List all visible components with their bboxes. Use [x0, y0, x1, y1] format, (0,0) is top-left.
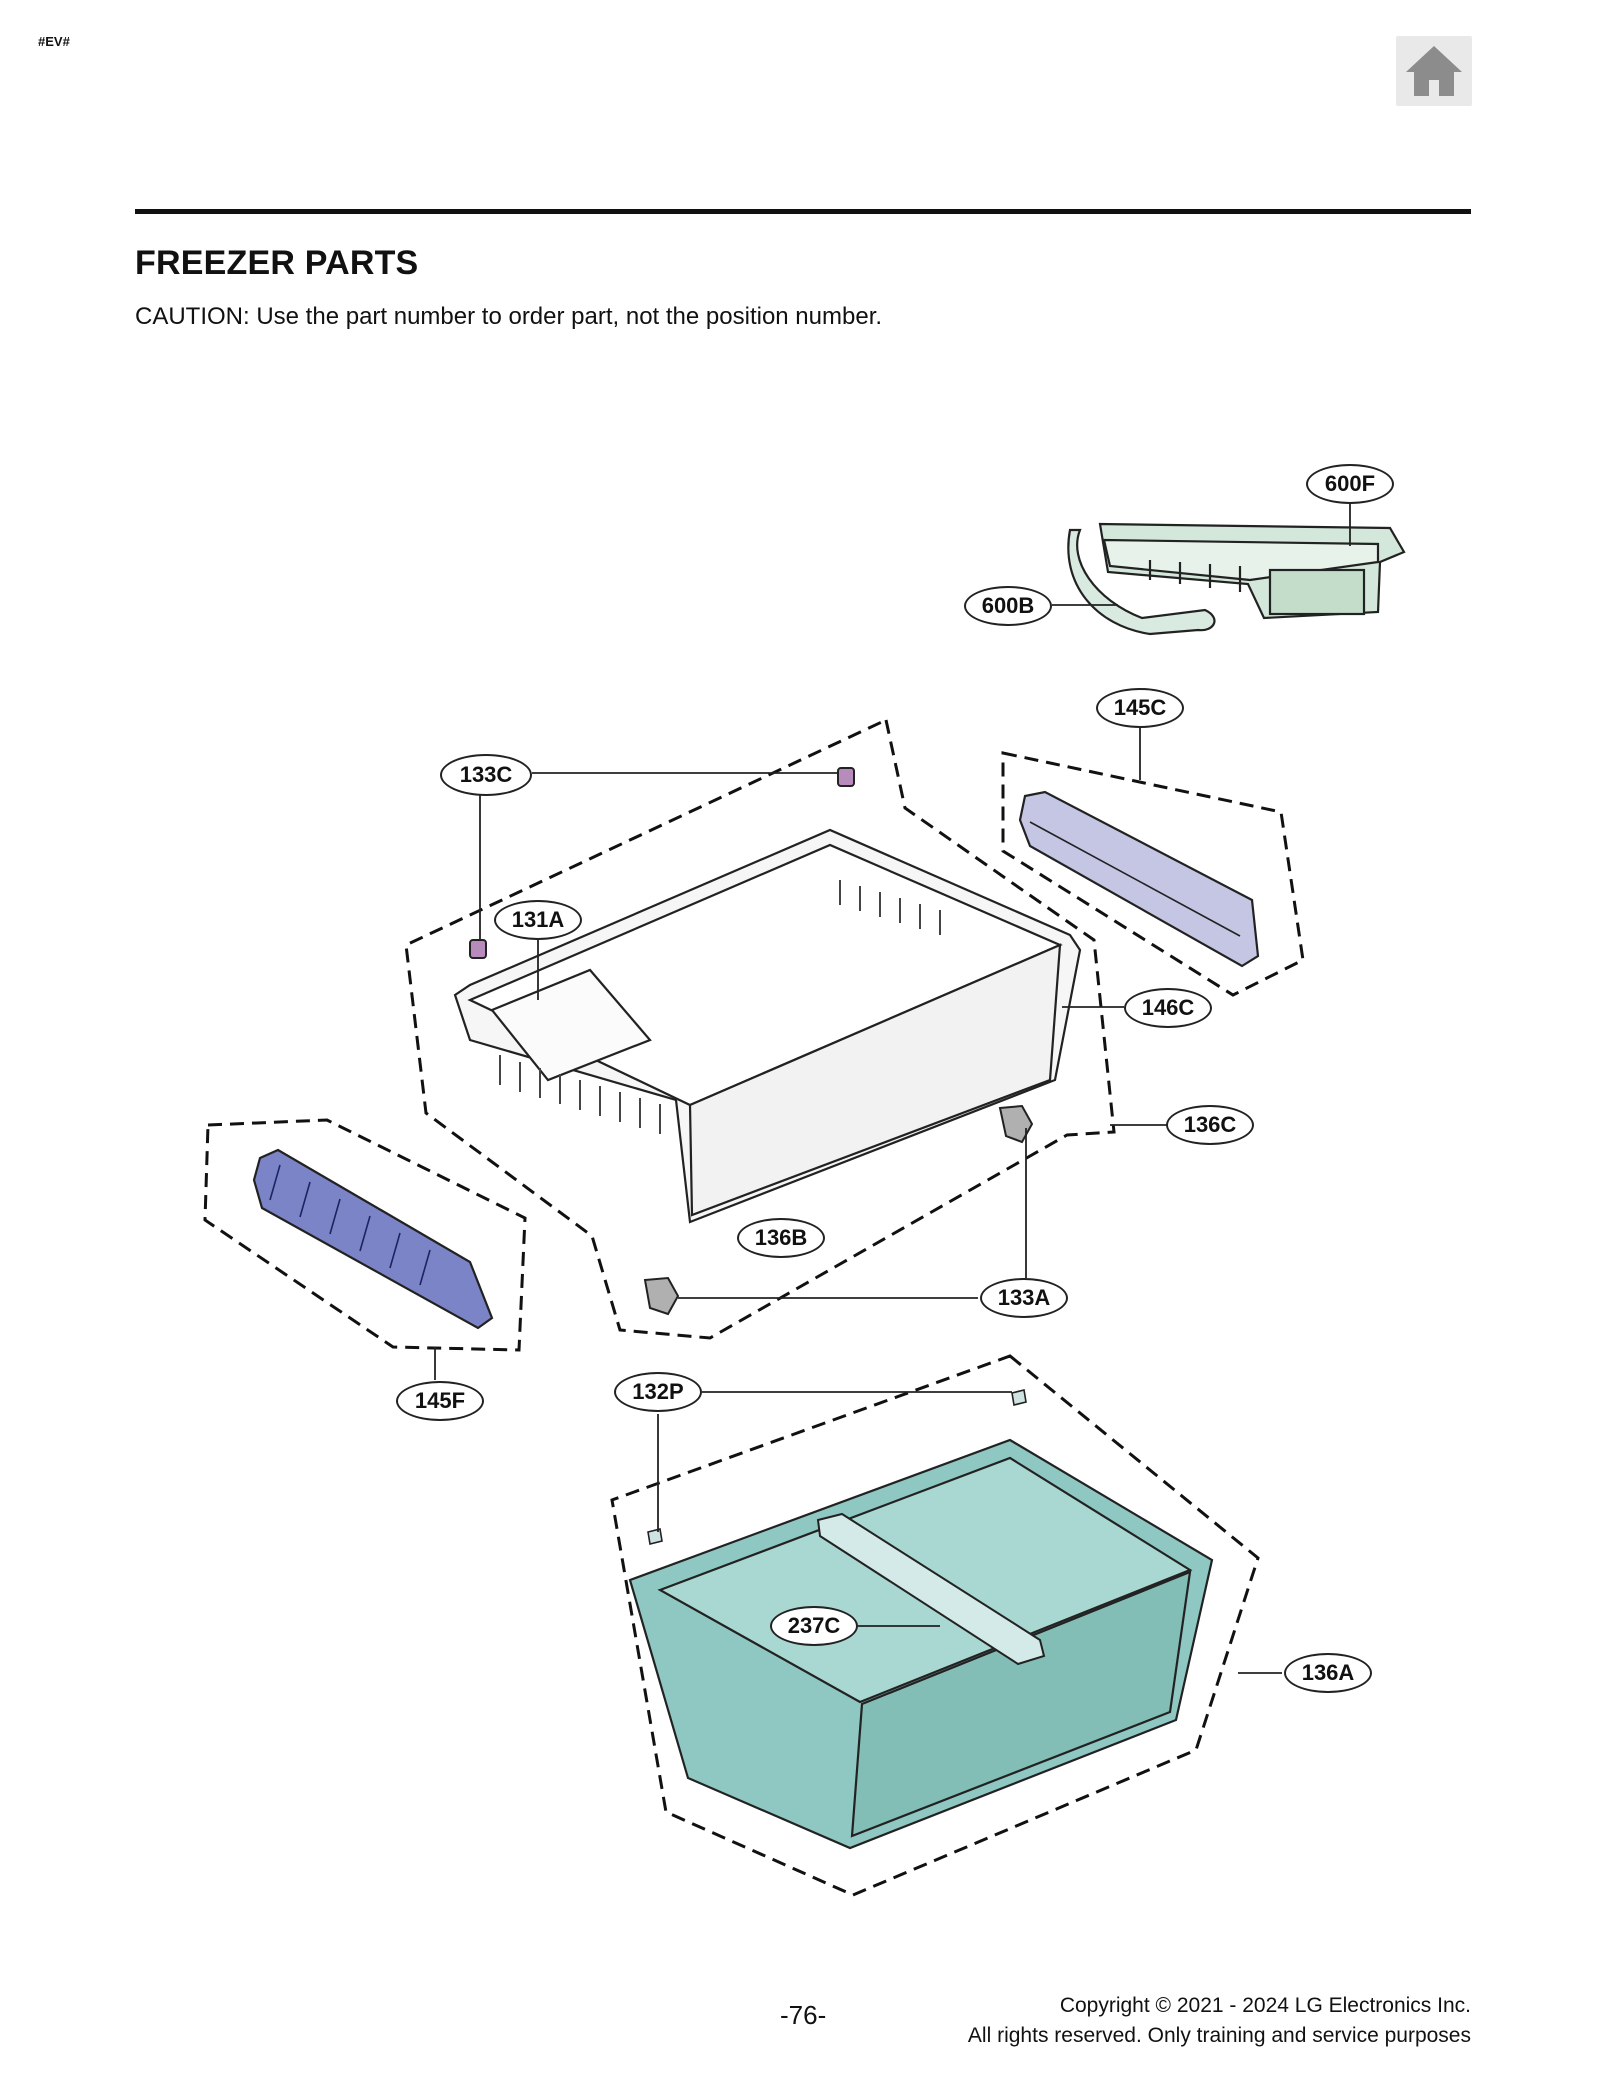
clip-132p-right	[1011, 1389, 1027, 1406]
bin-group-outline	[610, 1354, 1260, 1897]
callout-136c: 136C	[1166, 1105, 1254, 1145]
callout-146c: 146C	[1124, 988, 1212, 1028]
copyright-notice: Copyright © 2021 - 2024 LG Electronics I…	[968, 1991, 1471, 2051]
bin-136a	[628, 1438, 1214, 1850]
stop-133a-left	[643, 1276, 680, 1316]
drawer-vents	[499, 880, 941, 1134]
clip-133c-top	[837, 767, 855, 787]
home-icon	[1406, 46, 1462, 96]
callout-131a: 131A	[494, 900, 582, 940]
callout-133c: 133C	[440, 754, 532, 796]
drawer-136b	[453, 828, 1082, 1224]
cover-145f	[252, 1148, 494, 1330]
divider-237c	[816, 1512, 1046, 1666]
clip-132p-left	[647, 1528, 663, 1545]
caution-note: CAUTION: Use the part number to order pa…	[135, 303, 883, 330]
home-button[interactable]	[1396, 36, 1472, 106]
callout-132p: 132P	[614, 1372, 702, 1412]
copyright-line-1: Copyright © 2021 - 2024 LG Electronics I…	[1059, 1994, 1471, 2017]
callout-136a: 136A	[1284, 1653, 1372, 1693]
callout-145f: 145F	[396, 1381, 484, 1421]
header-rule	[135, 209, 1471, 214]
callout-145c: 145C	[1096, 688, 1184, 728]
callout-133a: 133A	[980, 1278, 1068, 1318]
document-tag: #EV#	[38, 34, 70, 49]
drawer-group-outline	[404, 717, 1116, 1340]
page-title: FREEZER PARTS	[135, 244, 419, 282]
copyright-line-2: All rights reserved. Only training and s…	[967, 2024, 1471, 2047]
clip-133c-left	[469, 939, 487, 959]
callout-600b: 600B	[964, 586, 1052, 626]
icemaker-600f	[1098, 522, 1406, 620]
callout-600f: 600F	[1306, 464, 1394, 504]
rail-145c-outline	[1001, 751, 1305, 997]
stop-133a-right	[998, 1104, 1034, 1144]
page-number: -76-	[780, 2000, 827, 2030]
cover-145f-outline	[203, 1118, 527, 1352]
callout-237c: 237C	[770, 1606, 858, 1646]
callout-136b: 136B	[737, 1218, 825, 1258]
icemaker-arm-600b	[1067, 528, 1216, 636]
rail-145c	[1018, 790, 1260, 968]
